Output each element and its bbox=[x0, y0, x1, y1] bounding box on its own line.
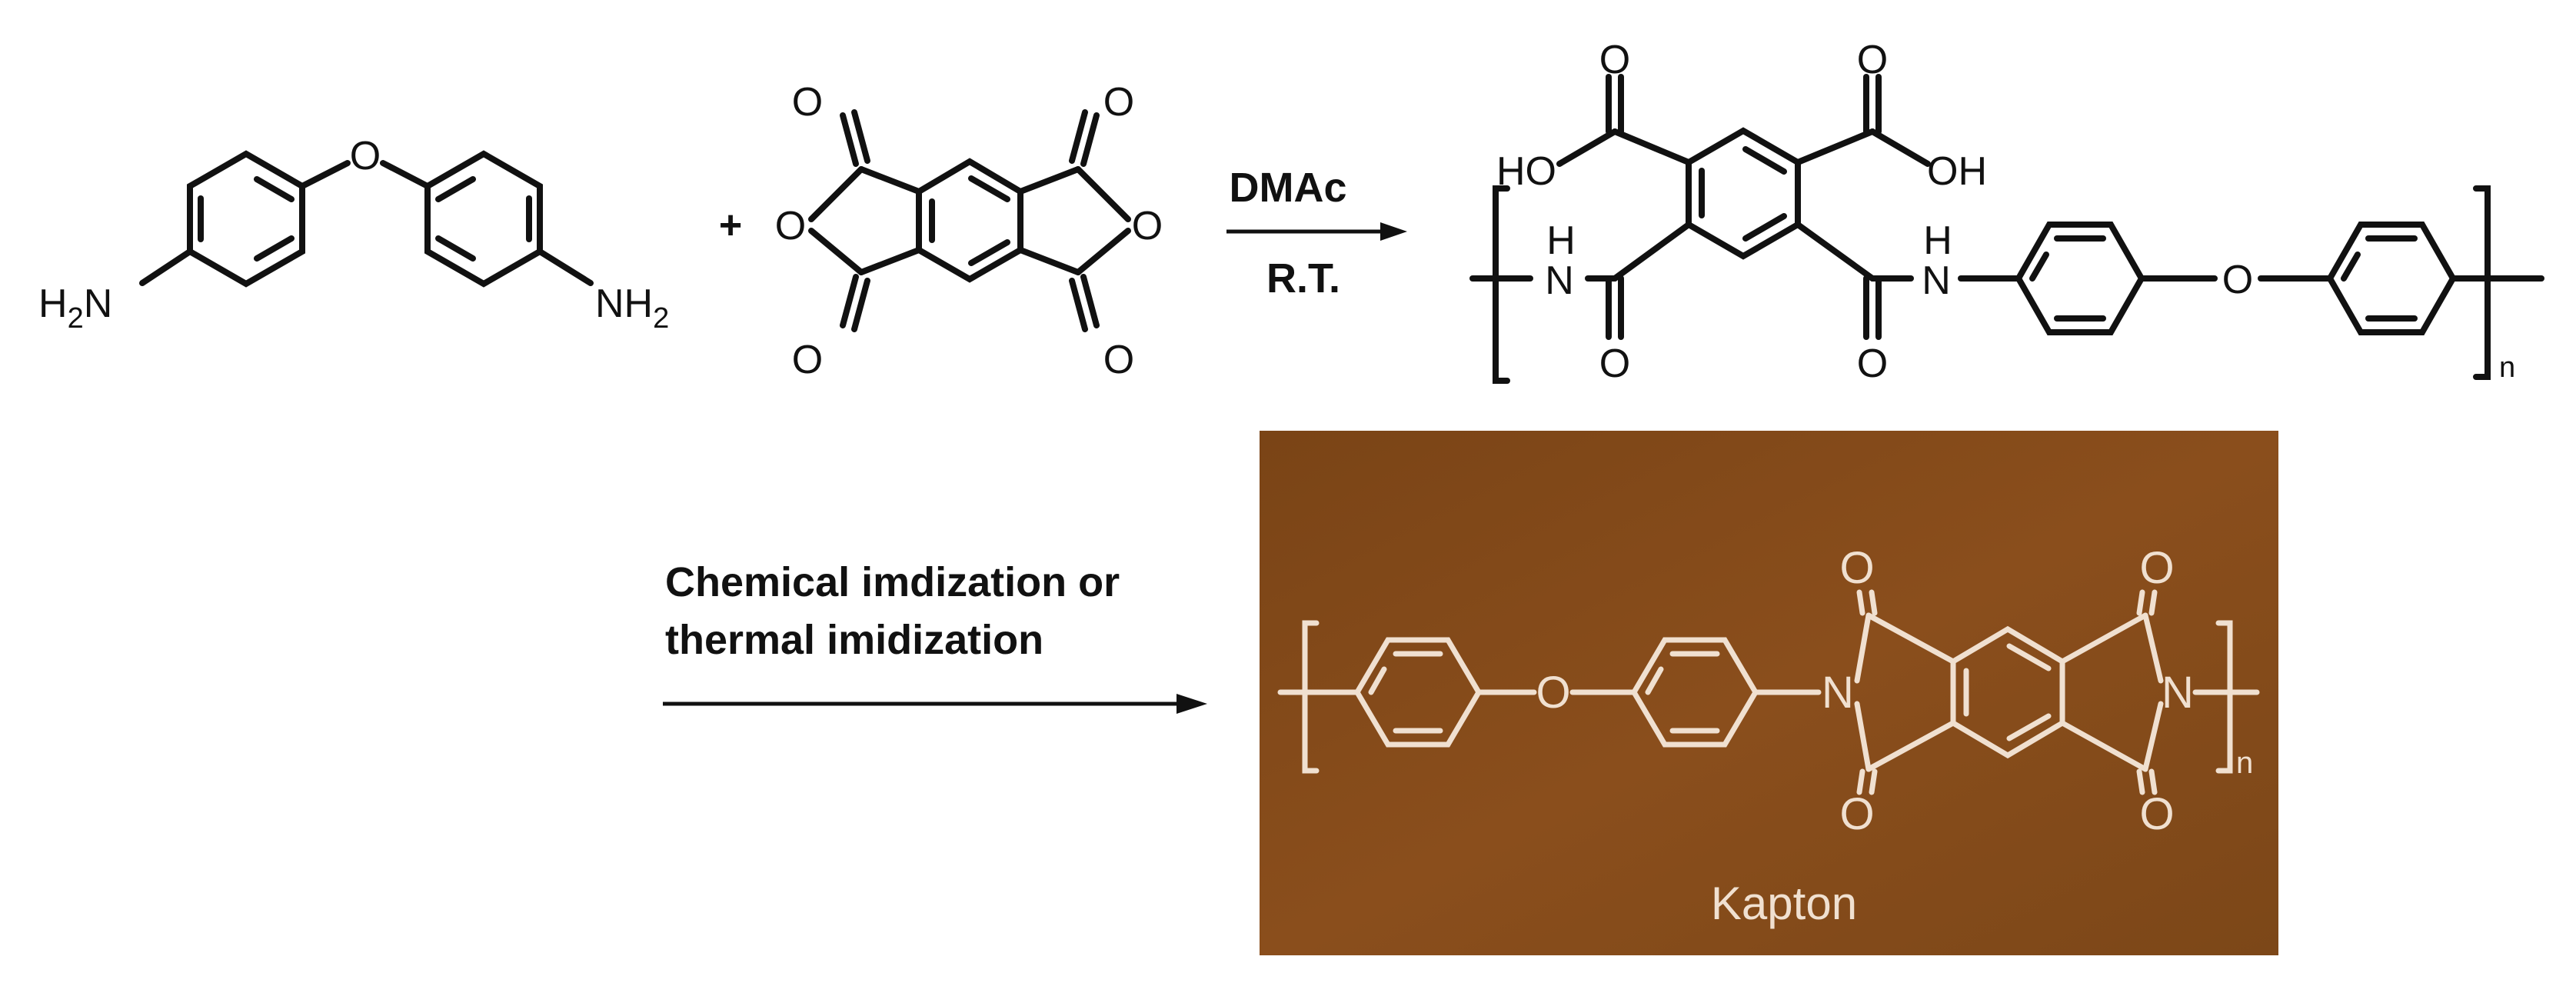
reaction-arrow-2 bbox=[663, 694, 1207, 714]
kapton-carbonyl-o-3: O bbox=[1839, 789, 1874, 839]
pmda-ring-o-left: O bbox=[775, 204, 806, 248]
pmda-carbonyl-o-1: O bbox=[792, 80, 823, 125]
pmda-carbonyl-o-3: O bbox=[792, 338, 823, 382]
bracket-left bbox=[1493, 185, 1510, 384]
kapton-bracket-right bbox=[2215, 620, 2233, 774]
kapton-caption: Kapton bbox=[1711, 878, 1857, 929]
amide-n-left: N bbox=[1545, 258, 1574, 303]
kapton-carbonyl-o-1: O bbox=[1839, 543, 1874, 593]
reactant-pmda bbox=[808, 109, 1131, 332]
amide-h-left: H bbox=[1546, 218, 1576, 263]
kapton-film-photo: O N N O O O O n Kapton bbox=[1260, 431, 2278, 955]
intermediate-repeat-n: n bbox=[2499, 352, 2515, 384]
step1-reagent: DMAc bbox=[1229, 165, 1346, 211]
acid-carbonyl-o-left: O bbox=[1599, 38, 1630, 82]
intermediate-ether-o: O bbox=[2222, 258, 2253, 302]
pmda-ring-o-right: O bbox=[1132, 204, 1163, 248]
kapton-repeat-n: n bbox=[2236, 746, 2253, 780]
reaction-arrow-1 bbox=[1226, 222, 1407, 241]
kapton-structure bbox=[1277, 589, 2260, 795]
kapton-bracket-left bbox=[1302, 620, 1320, 774]
kapton-imide-n-right: N bbox=[2162, 668, 2194, 718]
reactant-oxydianiline bbox=[139, 150, 594, 288]
step2-label-line2: thermal imidization bbox=[665, 617, 1043, 663]
hydroxyl-left: HO bbox=[1496, 149, 1556, 194]
poly-amic-acid bbox=[1469, 74, 2544, 384]
bracket-right bbox=[2473, 185, 2491, 380]
amide-o-right: O bbox=[1857, 342, 1888, 386]
ether-oxygen-label: O bbox=[350, 134, 381, 178]
step1-condition: R.T. bbox=[1266, 255, 1340, 302]
amide-o-left: O bbox=[1599, 342, 1630, 386]
benzene-ring-left bbox=[187, 150, 305, 288]
plus-sign: + bbox=[719, 203, 742, 248]
kapton-imide-n-left: N bbox=[1822, 668, 1854, 718]
amine-right-label: NH2 bbox=[595, 282, 669, 335]
acid-carbonyl-o-right: O bbox=[1857, 38, 1888, 82]
benzene-ring-right bbox=[424, 150, 543, 288]
amine-left-label: H2N bbox=[38, 282, 112, 335]
amide-n-right: N bbox=[1922, 258, 1951, 303]
kapton-carbonyl-o-4: O bbox=[2139, 789, 2174, 839]
kapton-carbonyl-o-2: O bbox=[2139, 543, 2174, 593]
pmda-carbonyl-o-4: O bbox=[1103, 338, 1134, 382]
step2-label-line1: Chemical imdization or bbox=[665, 559, 1120, 605]
amide-h-right: H bbox=[1923, 218, 1952, 263]
pmda-carbonyl-o-2: O bbox=[1103, 80, 1134, 125]
hydroxyl-right: OH bbox=[1927, 149, 1987, 194]
kapton-ether-o: O bbox=[1536, 668, 1570, 718]
